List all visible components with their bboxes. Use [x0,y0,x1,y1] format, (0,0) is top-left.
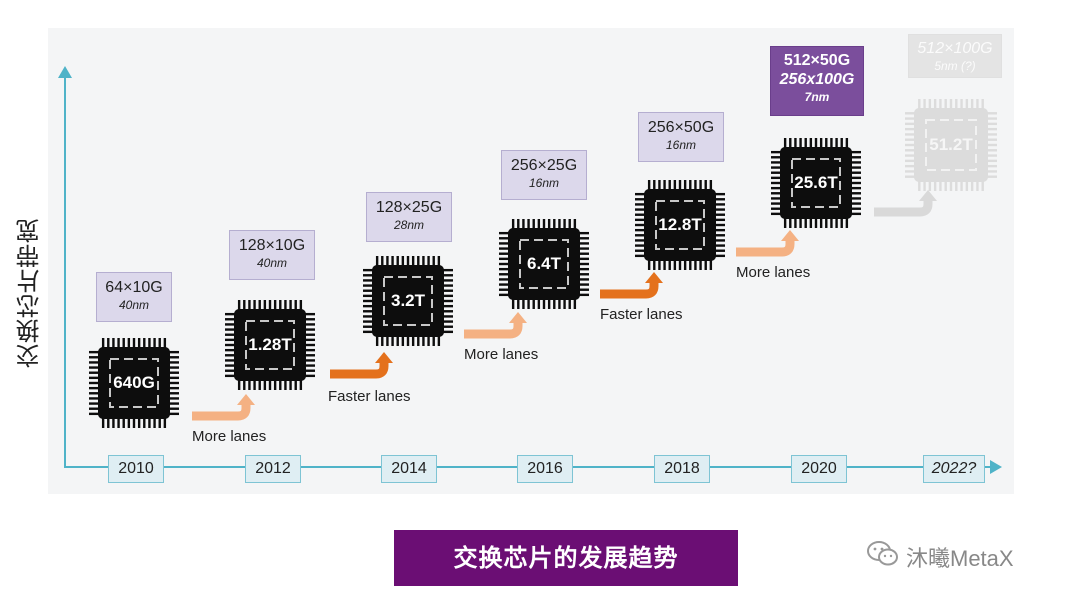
chip-capacity: 25.6T [794,173,838,192]
chip-capacity: 1.28T [248,335,292,354]
chip-capacity: 6.4T [526,254,562,273]
future-arrow-2020 [874,190,937,217]
spec-lanes: 128×25G [375,199,443,216]
chip-25-6t: 25.6T [770,137,862,229]
chip-12-8t: 12.8T [634,179,726,271]
spec-process: 28nm [393,218,425,232]
spec-box-2016: 256×25G 16nm [501,150,587,200]
chip-51-2t: 51.2T [904,98,998,192]
chip-capacity: 640G [113,373,155,392]
more-lanes-arrow-2018 [736,230,799,257]
more-lanes-arrow-2014 [464,312,527,339]
spec-process: 16nm [665,138,697,152]
chip-640g: 640G [88,337,180,429]
faster-lanes-arrow-2012 [330,352,393,379]
chip-3-2t: 3.2T [362,255,454,347]
spec-box-2018: 256×50G 16nm [638,112,724,162]
wechat-icon [866,540,900,574]
spec-box-2020: 512×50G 256x100G 7nm [770,46,864,116]
spec-box-2014: 128×25G 28nm [366,192,452,242]
spec-lanes: 512×100G [917,40,993,57]
spec-box-2010: 64×10G 40nm [96,272,172,322]
brand-watermark: 沐曦MetaX [866,540,1014,574]
spec-lanes: 512×50G [783,52,851,69]
chip-1-28t: 1.28T [224,299,316,391]
transition-label-2016: Faster lanes [600,306,683,323]
more-lanes-arrow-2010 [192,394,255,421]
spec-lanes: 256×50G [647,119,715,136]
transition-label-2012: Faster lanes [328,388,411,405]
spec-process: 40nm [118,298,150,312]
chip-capacity: 51.2T [929,135,973,154]
spec-lanes: 64×10G [105,279,163,296]
spec-lanes: 256×25G [510,157,578,174]
spec-lanes: 128×10G [238,237,306,254]
chip-6-4t: 6.4T [498,218,590,310]
chip-capacity: 3.2T [390,291,426,310]
spec-box-2012: 128×10G 40nm [229,230,315,280]
spec-box-2022: 512×100G 5nm (?) [908,34,1002,78]
y-axis-line [64,76,66,467]
transition-label-2014: More lanes [464,346,539,363]
year-label-2014: 2014 [381,455,437,483]
transition-label-2018: More lanes [736,264,811,281]
y-axis-label: 交换芯片带宽 [16,218,44,368]
spec-process: 40nm [256,256,288,270]
spec-process: 7nm [804,90,830,104]
transition-label-2010: More lanes [192,428,267,445]
title-banner: 交换芯片的发展趋势 [394,530,738,586]
year-label-2022: 2022? [923,455,985,483]
year-label-2020: 2020 [791,455,847,483]
brand-name: 沐曦MetaX [906,546,1014,571]
x-axis-arrowhead [990,460,1002,474]
year-label-2012: 2012 [245,455,301,483]
spec-process: 16nm [528,176,560,190]
year-label-2010: 2010 [108,455,164,483]
chip-capacity: 12.8T [658,215,702,234]
year-label-2016: 2016 [517,455,573,483]
y-axis-arrowhead [58,66,72,78]
spec-process: 5nm (?) [934,59,976,73]
year-label-2018: 2018 [654,455,710,483]
faster-lanes-arrow-2016 [600,272,663,299]
spec-lanes-alt: 256x100G [779,71,855,88]
